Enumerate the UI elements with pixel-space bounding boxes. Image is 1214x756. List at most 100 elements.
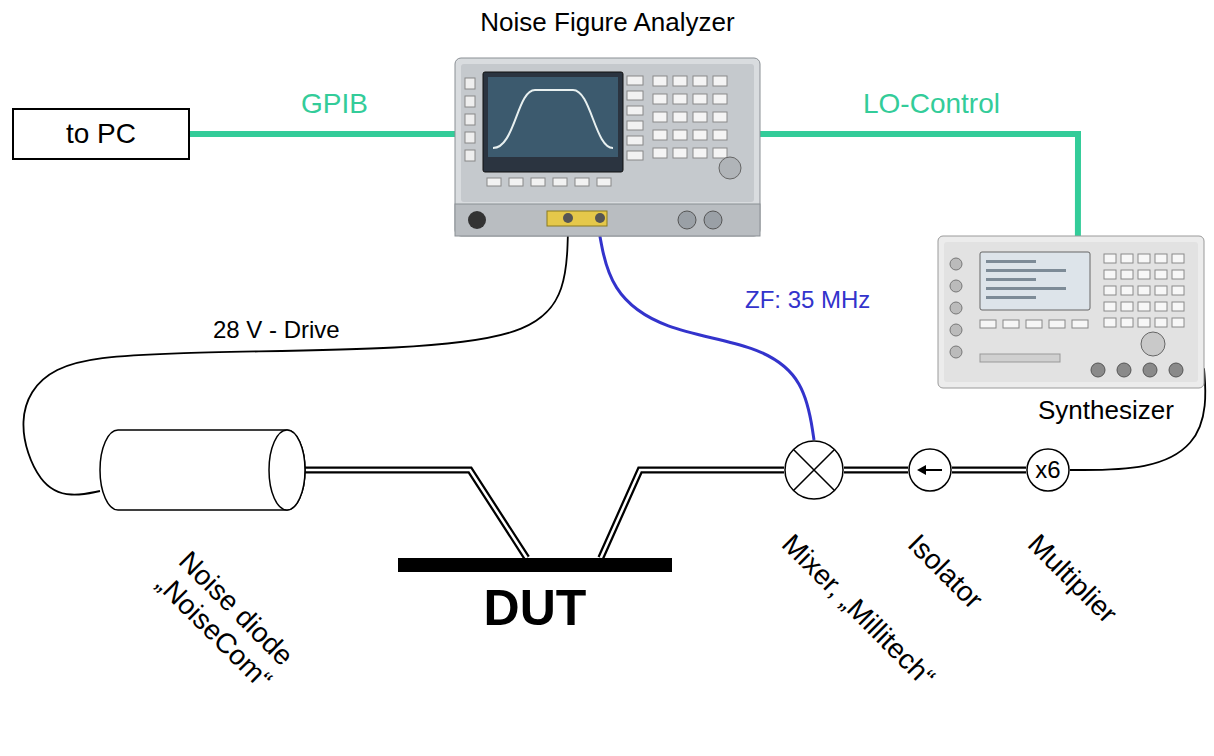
- panel-part: [455, 204, 760, 236]
- panel-knob: [678, 211, 696, 229]
- panel-part: [1172, 318, 1184, 327]
- panel-knob: [704, 211, 722, 229]
- panel-part: [938, 236, 1204, 388]
- node-label: Isolator: [901, 528, 1023, 650]
- panel-part: [1155, 286, 1167, 295]
- panel-part: [693, 112, 707, 122]
- node-label: DUT: [398, 580, 672, 638]
- panel-knob: [950, 280, 962, 292]
- isolator-symbol: Isolator: [908, 448, 952, 492]
- panel-part: [713, 148, 727, 158]
- panel-part: [483, 72, 623, 172]
- screen-trace: [493, 90, 613, 148]
- mixer-symbol-outline: [784, 440, 844, 500]
- panel-part: [1121, 270, 1133, 279]
- panel-part: [627, 91, 643, 100]
- isolator-arrowhead: [917, 465, 926, 475]
- panel-part: [980, 320, 996, 328]
- panel-part: [465, 132, 475, 143]
- panel-part: [1026, 320, 1042, 328]
- panel-part: [980, 354, 1060, 362]
- panel-part: [1155, 318, 1167, 327]
- panel-part: [547, 211, 607, 226]
- multiplier-symbol: x6Multiplier: [1026, 448, 1070, 492]
- mixer-symbol: Mixer, „Millitech“: [784, 440, 844, 500]
- panel-part: [1155, 254, 1167, 263]
- synthesizer-outline: [938, 236, 1204, 388]
- panel-part: [1172, 302, 1184, 311]
- panel-part: [553, 178, 567, 186]
- panel-knob: [468, 211, 486, 229]
- panel-part: [1104, 270, 1116, 279]
- connector-group: [844, 470, 908, 471]
- panel-part: [1138, 318, 1150, 327]
- connector-group: [600, 236, 814, 440]
- node-label: Noise diode „NoiseCom“: [149, 545, 315, 711]
- panel-knob: [950, 346, 962, 358]
- panel-part: [465, 78, 475, 89]
- panel-knob: [1143, 363, 1157, 377]
- isolator-arrow: [924, 469, 942, 471]
- node-label: Noise Figure Analyzer: [375, 8, 840, 38]
- connector-group: [305, 470, 527, 558]
- panel-part: [1003, 320, 1019, 328]
- coax-core: [952, 469, 1026, 472]
- panel-part: [713, 112, 727, 122]
- panel-part: [1104, 318, 1116, 327]
- panel-part: [627, 136, 643, 145]
- panel-knob: [950, 324, 962, 336]
- panel-part: [509, 178, 523, 186]
- panel-part: [653, 76, 667, 86]
- connector-group: [760, 134, 1078, 236]
- connector-label: LO-Control: [860, 88, 1003, 120]
- panel-knob: [1091, 363, 1105, 377]
- panel-knob: [595, 213, 605, 223]
- dut-bar-outline: [398, 558, 672, 572]
- panel-part: [465, 114, 475, 125]
- panel-knob: [950, 302, 962, 314]
- panel-part: [465, 96, 475, 107]
- noise-diode: Noise diode „NoiseCom“: [100, 428, 305, 512]
- panel-part: [986, 296, 1036, 299]
- coax-cable: [952, 467, 1026, 474]
- panel-knob: [563, 213, 573, 223]
- panel-part: [627, 151, 643, 160]
- panel-knob: [719, 157, 741, 179]
- pc-box: to PC: [12, 108, 190, 160]
- panel-knob: [950, 258, 962, 270]
- panel-part: [1138, 270, 1150, 279]
- node-label: Synthesizer: [1038, 396, 1208, 426]
- coax-core: [305, 470, 527, 558]
- noise-diode-outline: [100, 428, 305, 512]
- factor-label: x6: [1026, 448, 1070, 492]
- panel-part: [693, 94, 707, 104]
- panel-part: [627, 106, 643, 115]
- signal-line: [190, 131, 455, 137]
- panel-part: [1104, 286, 1116, 295]
- panel-part: [944, 242, 1198, 382]
- synthesizer: Synthesizer: [938, 236, 1204, 388]
- panel-knob: [1169, 363, 1183, 377]
- coax-cable: [844, 467, 908, 474]
- cylinder-body: [100, 430, 305, 510]
- signal-line: [600, 236, 814, 440]
- coax-core: [601, 470, 784, 558]
- panel-part: [1121, 302, 1133, 311]
- cylinder-face: [269, 430, 305, 510]
- panel-part: [1138, 254, 1150, 263]
- panel-part: [986, 260, 1036, 263]
- panel-part: [673, 112, 687, 122]
- panel-part: [693, 148, 707, 158]
- panel-part: [986, 287, 1066, 290]
- panel-part: [1172, 270, 1184, 279]
- panel-part: [488, 77, 618, 157]
- coax-cable: [305, 470, 527, 558]
- signal-line: [760, 134, 1078, 236]
- panel-part: [713, 130, 727, 140]
- panel-part: [455, 58, 760, 236]
- panel-part: [575, 178, 589, 186]
- mixer-cross: [793, 449, 834, 490]
- mixer-circle: [785, 441, 843, 499]
- panel-part: [1138, 302, 1150, 311]
- panel-part: [1104, 254, 1116, 263]
